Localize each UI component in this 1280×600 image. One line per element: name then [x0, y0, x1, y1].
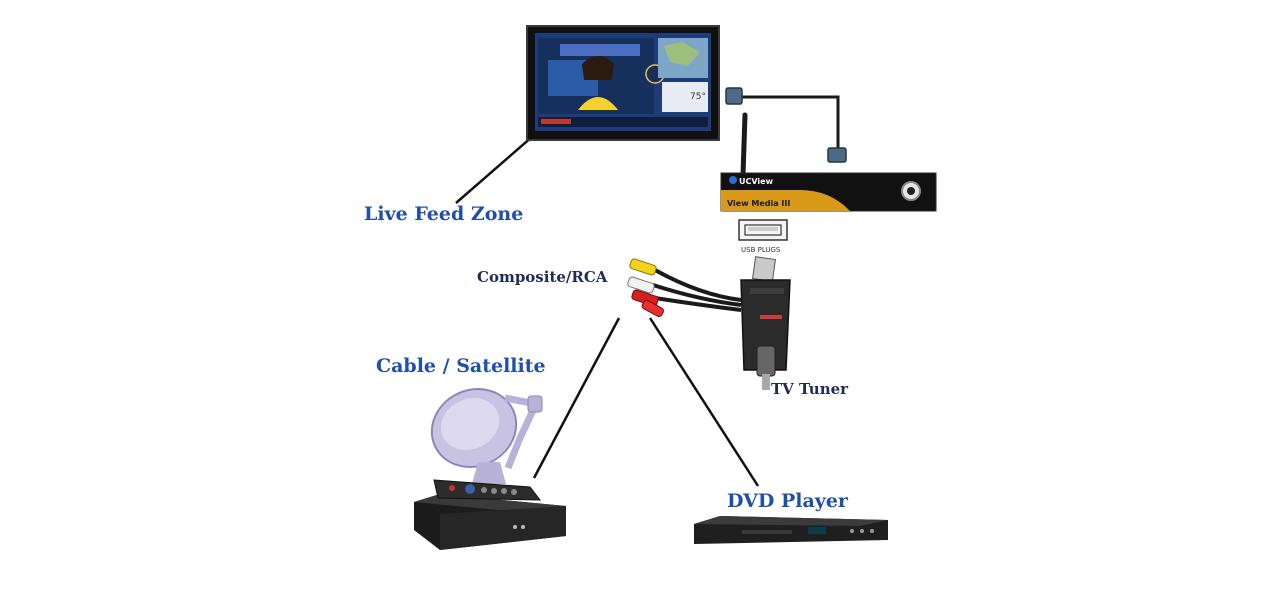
usb-plug-icon: USB PLUGS — [738, 219, 788, 254]
set-top-box-icon — [414, 494, 566, 550]
hdmi-cable — [725, 87, 847, 163]
remote-control-icon — [433, 479, 542, 501]
rca-connector-icon — [627, 258, 742, 318]
dvd-player-icon — [694, 516, 888, 544]
hdmi-plug-icon — [725, 87, 743, 105]
dvd-player-label: DVD Player — [727, 490, 848, 512]
media-box-brand: UCView — [739, 177, 774, 186]
composite-rca-label: Composite/RCA — [477, 268, 608, 286]
tv-channel-text: 75° — [690, 92, 706, 102]
usb-plugs-caption: USB PLUGS — [741, 246, 781, 254]
media-box-model: View Media III — [727, 199, 790, 208]
tv-screen-icon: 75° — [526, 25, 720, 141]
rca-to-cable-line — [532, 317, 621, 479]
media-player-box-icon: UCView View Media III — [720, 112, 937, 212]
live-feed-zone-label: Live Feed Zone — [364, 203, 524, 225]
tv-tuner-label: TV Tuner — [771, 380, 849, 398]
cable-satellite-label: Cable / Satellite — [376, 355, 546, 377]
usb-tv-tuner-icon — [740, 256, 791, 390]
tv-to-label-line — [455, 135, 534, 204]
rca-to-dvd-line — [648, 317, 760, 487]
satellite-dish-icon — [430, 388, 543, 484]
